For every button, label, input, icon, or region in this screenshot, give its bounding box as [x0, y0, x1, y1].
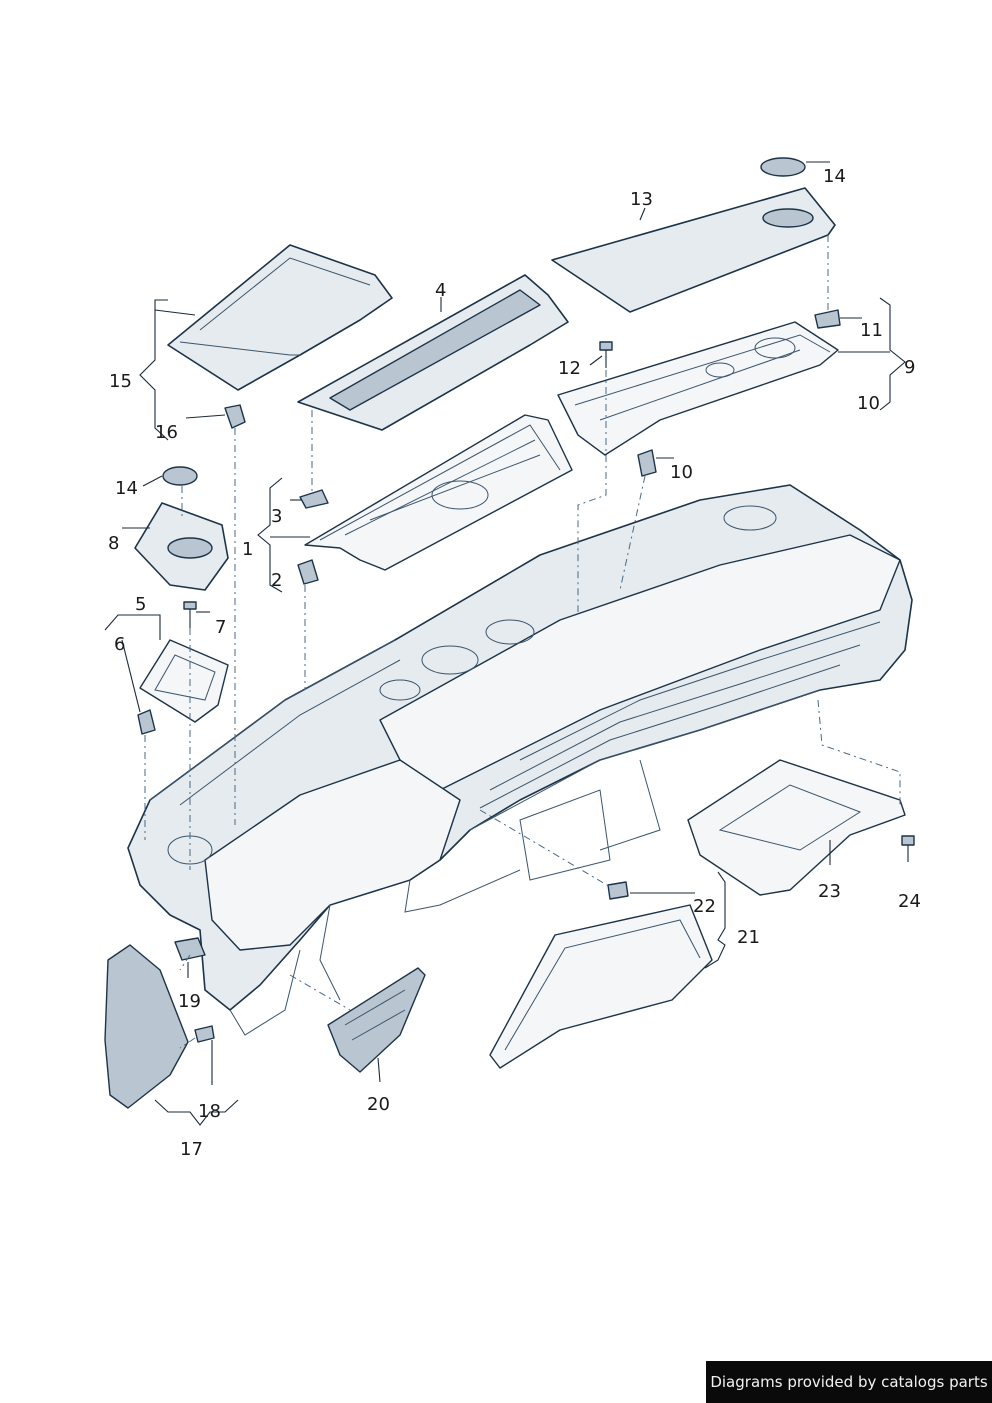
callout-20: 20	[367, 1094, 390, 1115]
callout-21: 21	[737, 927, 760, 948]
left-cover-8	[134, 502, 229, 591]
dashboard-carrier	[127, 484, 913, 1036]
credit-text: Diagrams provided by catalogs parts	[710, 1373, 988, 1391]
clip-11	[814, 309, 841, 329]
cover-cap-14-top	[760, 157, 806, 177]
switch-bracket-5	[139, 639, 229, 723]
callout-11: 11	[860, 320, 883, 341]
callout-14-left: 14	[115, 478, 138, 499]
clip-10-lower	[637, 449, 657, 477]
screw-7	[183, 601, 197, 628]
callout-9: 9	[904, 357, 915, 378]
callout-10-lower: 10	[670, 462, 693, 483]
credit-badge: Diagrams provided by catalogs parts	[706, 1361, 992, 1403]
air-vent-20	[327, 967, 426, 1073]
callout-17: 17	[180, 1139, 203, 1160]
callout-15: 15	[109, 371, 132, 392]
clip-3	[299, 489, 329, 509]
callout-5: 5	[135, 594, 146, 615]
control-unit-bracket-23	[687, 759, 906, 896]
clip-6	[137, 709, 156, 735]
clip-19	[174, 937, 206, 961]
callout-18: 18	[198, 1101, 221, 1122]
callout-1: 1	[242, 539, 253, 560]
right-bracket-9	[557, 321, 839, 456]
clip-16	[224, 404, 246, 429]
callout-22: 22	[693, 896, 716, 917]
clip-2	[297, 559, 319, 585]
callout-12: 12	[558, 358, 581, 379]
callout-10-right: 10	[857, 393, 880, 414]
callout-7: 7	[215, 617, 226, 638]
clip-18	[194, 1025, 215, 1043]
callout-8: 8	[108, 533, 119, 554]
center-trim-panel-4	[297, 274, 569, 431]
callout-3: 3	[271, 506, 282, 527]
leader-lines	[104, 161, 906, 1126]
callout-23: 23	[818, 881, 841, 902]
callout-16: 16	[155, 422, 178, 443]
callout-6: 6	[114, 634, 125, 655]
right-cover-panel-13	[551, 187, 836, 313]
callout-24: 24	[898, 891, 921, 912]
callout-14-top: 14	[823, 166, 846, 187]
callout-4: 4	[435, 280, 446, 301]
side-trim-17	[104, 944, 189, 1109]
callout-labels: 1 2 3 4 5 6 7 8 9 10 10 11 12 13 14 14 1…	[108, 166, 921, 1160]
upper-panel-15	[167, 244, 393, 391]
cover-cap-14-left	[162, 466, 198, 486]
clip-22	[607, 881, 629, 900]
instrument-cluster-frame-21	[489, 904, 713, 1069]
callout-19: 19	[178, 991, 201, 1012]
callout-2: 2	[271, 570, 282, 591]
assembly-lines	[144, 235, 901, 1049]
center-bracket-1	[304, 414, 573, 571]
screw-24	[901, 835, 915, 862]
callout-13: 13	[630, 189, 653, 210]
screw-12	[599, 341, 613, 368]
